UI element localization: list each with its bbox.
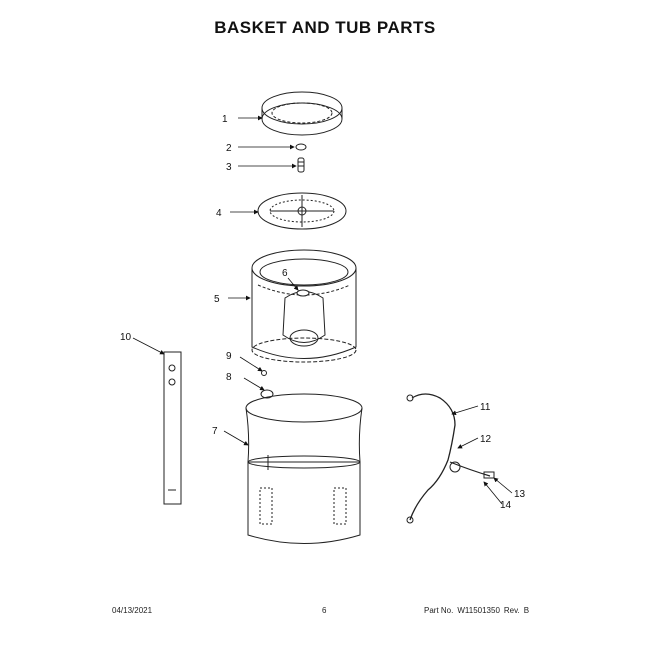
part-10-strip	[163, 351, 182, 505]
callout-1: 1	[222, 114, 228, 125]
callout-4: 4	[216, 208, 222, 219]
rev-value: B	[523, 606, 530, 615]
callout-3: 3	[226, 162, 232, 173]
part-1-balance-ring	[261, 91, 343, 136]
part-5-wash-basket	[251, 249, 357, 363]
part-11-14-hose-assembly	[406, 393, 495, 524]
part-2-cap	[295, 143, 307, 151]
part-6-hub-nut	[296, 289, 310, 297]
rev-label: Rev.	[503, 606, 520, 615]
callout-12: 12	[480, 434, 492, 445]
footer-page-number: 6	[322, 606, 327, 615]
callout-10: 10	[120, 332, 132, 343]
part-9-fastener	[261, 370, 267, 376]
callout-13: 13	[514, 489, 526, 500]
part-number: W11501350	[457, 606, 500, 615]
part-label: Part No.	[424, 606, 454, 615]
callout-5: 5	[214, 294, 220, 305]
callout-9: 9	[226, 351, 232, 362]
part-3-bolt	[297, 157, 305, 173]
callout-7: 7	[212, 426, 218, 437]
part-8-seal	[260, 389, 274, 399]
leader-lines	[132, 115, 513, 505]
part-7-tub	[245, 393, 363, 544]
page-title: BASKET AND TUB PARTS	[214, 18, 436, 37]
callout-14: 14	[500, 500, 512, 511]
footer-date: 04/13/2021	[112, 606, 153, 615]
callout-6: 6	[282, 268, 288, 279]
callout-11: 11	[480, 402, 491, 413]
callout-8: 8	[226, 372, 232, 383]
part-4-impeller	[257, 192, 347, 230]
callout-2: 2	[226, 143, 232, 154]
